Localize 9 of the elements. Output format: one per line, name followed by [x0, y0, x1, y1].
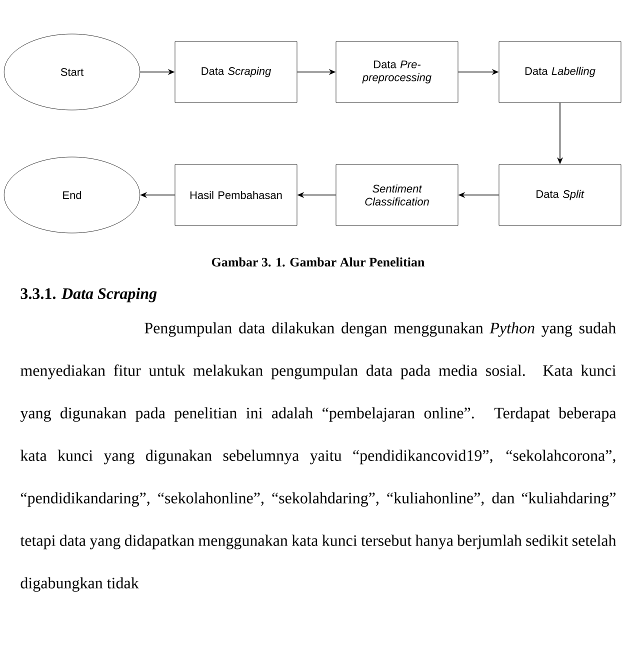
process-box: Data Labelling	[498, 41, 622, 103]
section-heading: 3.3.1. Data Scraping	[20, 288, 157, 302]
process-box: Sentiment Classification	[336, 164, 458, 226]
process-box: Data Split	[498, 164, 622, 226]
process-box: Data Pre-preprocessing	[336, 41, 458, 103]
process-box: Data Scraping	[174, 41, 298, 103]
process-box: Hasil Pembahasan	[174, 164, 298, 226]
body-paragraph: Pengumpulan data dilakukan dengan menggunakan Python yang sudah menyediakan fitur untuk melakukan pengumpulan data pada media sosial. Kata kunci yang digunakan pada penelitian ini adalah “pembelajaran online”. Terdapat beberapa kata kunci yang digunakan sebelumnya yaitu “pendidikancovid19”, “sekolahcorona”, “pendidikandaring”, “sekolahonline”, “sekolahdaring”, “kuliahonline”, dan “kuliahdaring” tetapi data yang didapatkan menggunakan kata kunci tersebut hanya berjumlah sedikit setelah digabungkan tidak	[20, 322, 616, 592]
figure-caption: Gambar 3. 1. Gambar Alur Penelitian	[212, 257, 425, 267]
